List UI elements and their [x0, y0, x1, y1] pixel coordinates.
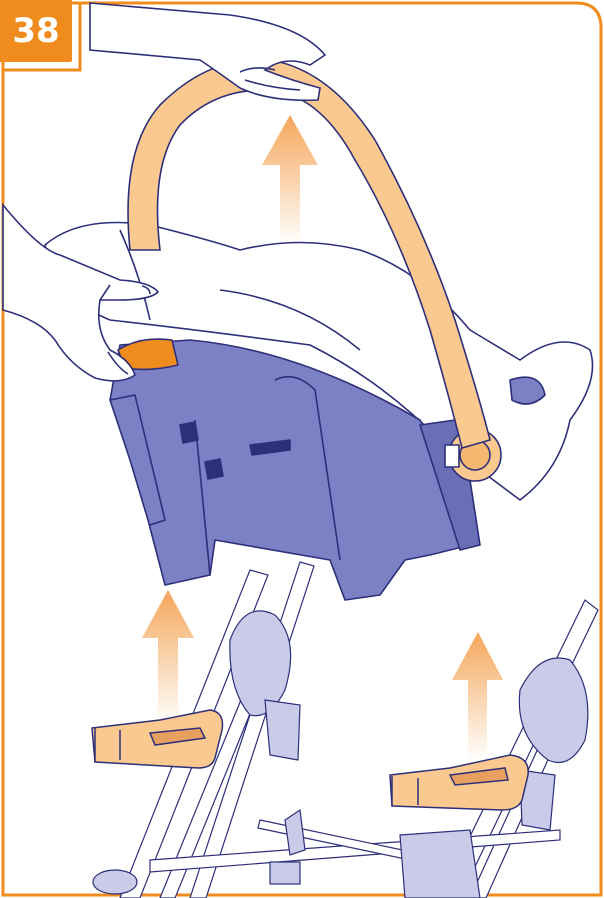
- up-arrow-icon: [262, 115, 318, 245]
- up-arrow-icon: [452, 632, 503, 760]
- up-arrow-icon: [142, 590, 194, 725]
- right-adapter-bracket: [390, 755, 528, 810]
- step-number-badge: 38: [0, 0, 72, 62]
- car-seat: [45, 223, 593, 601]
- left-adapter-bracket: [92, 710, 223, 768]
